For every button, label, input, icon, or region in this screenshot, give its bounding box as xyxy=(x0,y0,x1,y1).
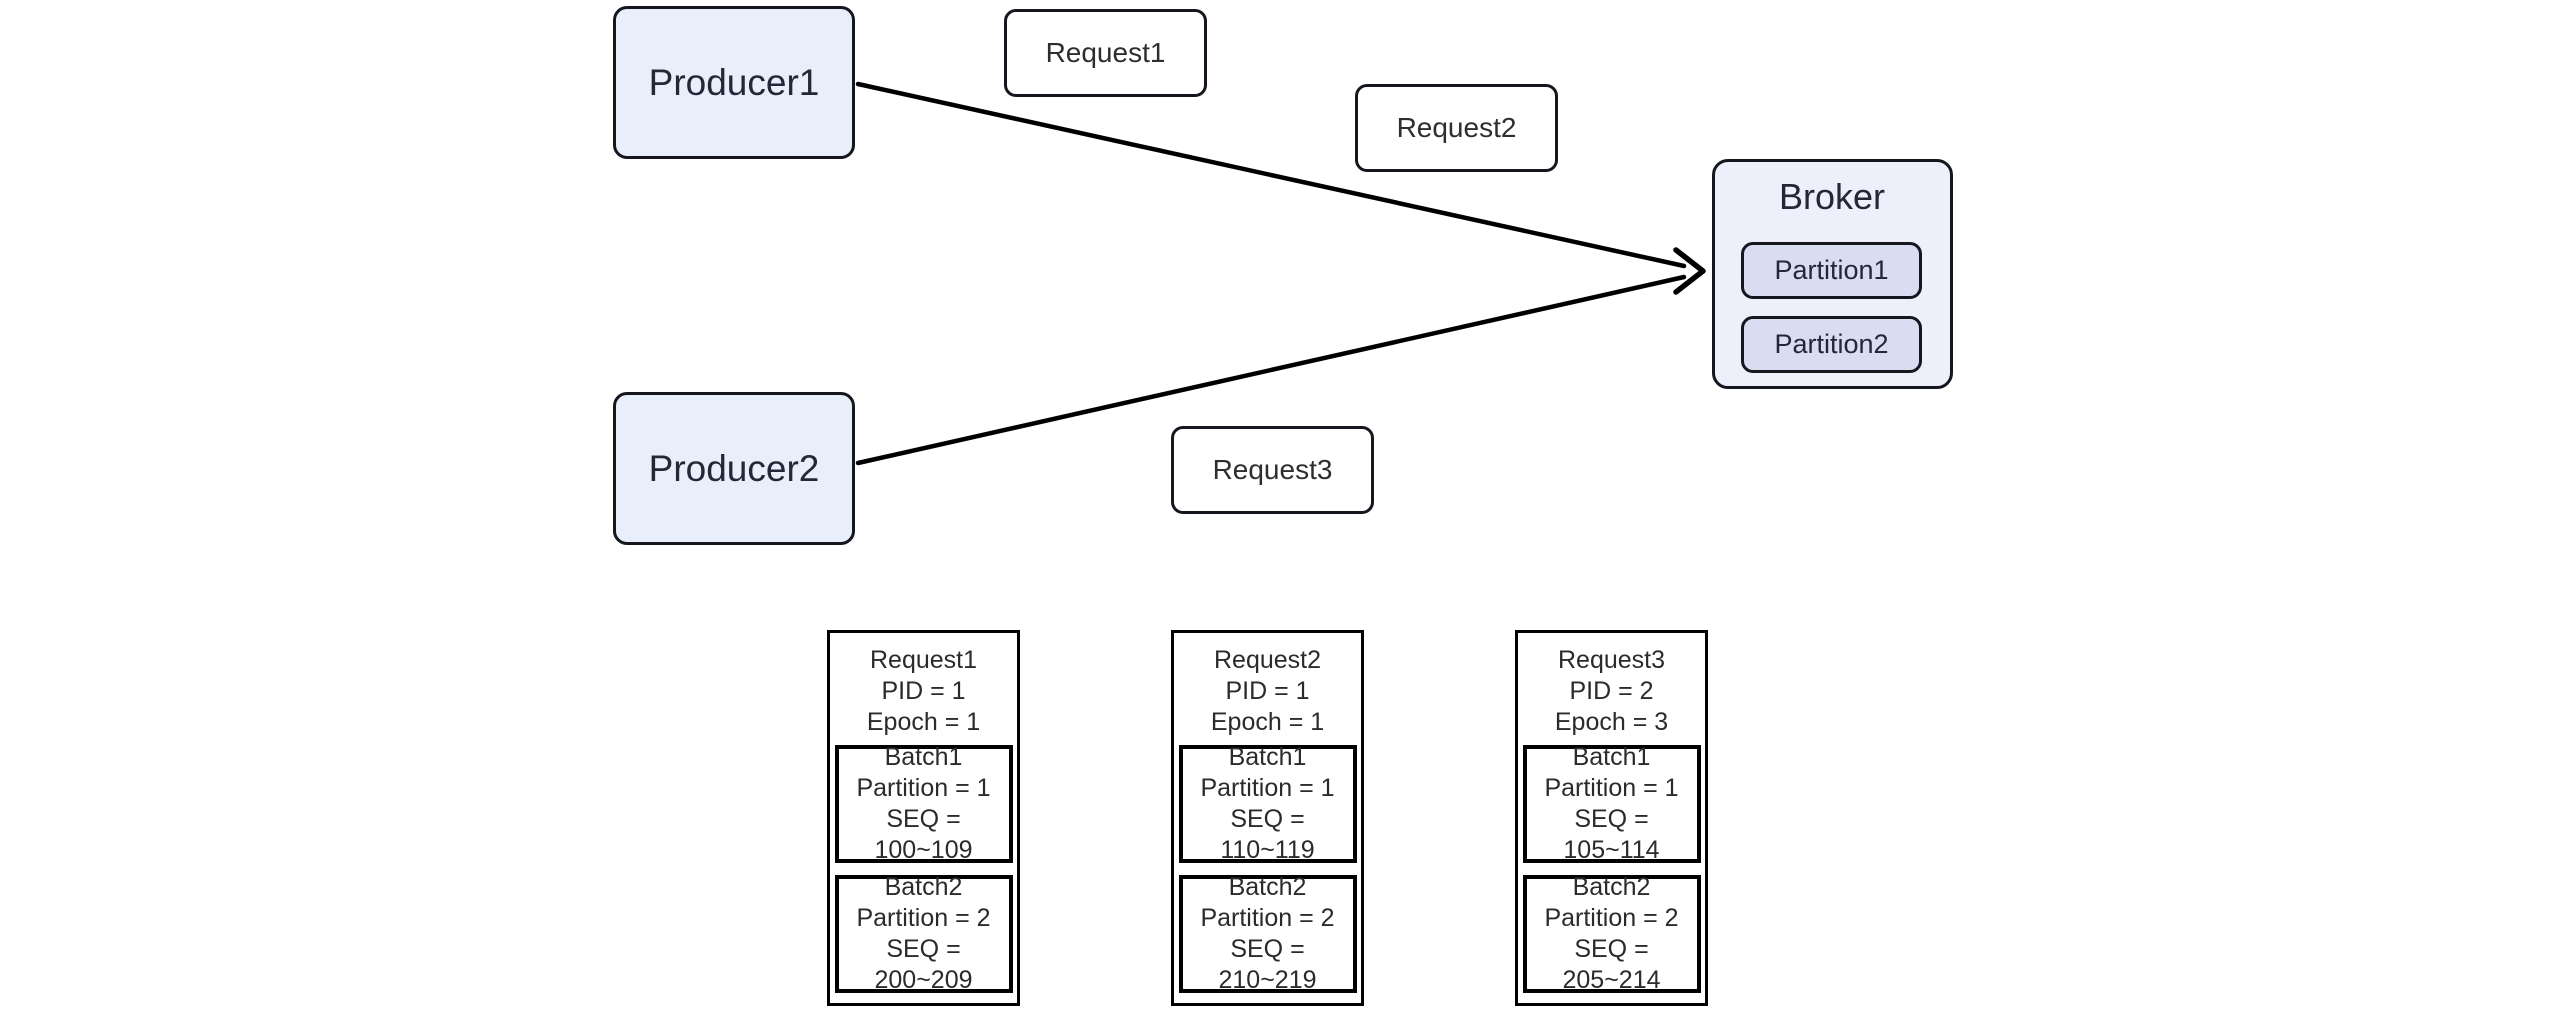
batch-name: Batch2 xyxy=(884,873,963,901)
producer2-node: Producer2 xyxy=(613,392,855,545)
partition1-node: Partition1 xyxy=(1741,242,1922,299)
batch-partition: Partition = 2 xyxy=(856,904,991,932)
partition2-node: Partition2 xyxy=(1741,316,1922,373)
detail-title: Request3 xyxy=(1557,646,1666,674)
batch-partition: Partition = 1 xyxy=(856,774,991,802)
request1-batch2-box: Batch2 Partition = 2 SEQ = 200~209 xyxy=(834,873,1013,994)
request2-batch1-box: Batch1 Partition = 1 SEQ = 110~119 xyxy=(1178,743,1357,864)
request3-batch2-box: Batch2 Partition = 2 SEQ = 205~214 xyxy=(1522,873,1701,994)
request2-node: Request2 xyxy=(1355,84,1558,172)
request3-node: Request3 xyxy=(1171,426,1374,514)
broker-node: Broker Partition1 Partition2 xyxy=(1712,159,1953,389)
request2-label: Request2 xyxy=(1396,112,1517,143)
producer1-label: Producer1 xyxy=(648,61,820,103)
batch-seq: SEQ = 100~109 xyxy=(874,805,973,864)
arrow-line-producer1-to-broker xyxy=(855,81,1687,269)
detail-pid: PID = 1 xyxy=(881,677,966,705)
request1-node: Request1 xyxy=(1004,9,1207,97)
request1-detail-box: Request1 PID = 1 Epoch = 1 Batch1 Partit… xyxy=(827,630,1020,1006)
arrowhead-icon xyxy=(1673,247,1706,295)
request3-batch1-box: Batch1 Partition = 1 SEQ = 105~114 xyxy=(1522,743,1701,864)
request3-detail-box: Request3 PID = 2 Epoch = 3 Batch1 Partit… xyxy=(1515,630,1708,1006)
batch-seq: SEQ = 200~209 xyxy=(874,935,973,994)
batch-seq: SEQ = 105~114 xyxy=(1563,805,1660,864)
detail-epoch: Epoch = 1 xyxy=(1210,708,1325,736)
batch-seq: SEQ = 110~119 xyxy=(1220,805,1315,864)
producer2-label: Producer2 xyxy=(648,447,820,489)
batch-name: Batch1 xyxy=(1572,743,1651,771)
partition1-label: Partition1 xyxy=(1774,255,1889,285)
request3-detail-header: Request3 PID = 2 Epoch = 3 xyxy=(1518,633,1705,738)
batch-seq: SEQ = 210~219 xyxy=(1218,935,1317,994)
batch-name: Batch1 xyxy=(1228,743,1307,771)
request3-label: Request3 xyxy=(1212,454,1333,485)
request2-detail-box: Request2 PID = 1 Epoch = 1 Batch1 Partit… xyxy=(1171,630,1364,1006)
batch-seq: SEQ = 205~214 xyxy=(1562,935,1661,994)
producer1-node: Producer1 xyxy=(613,6,855,159)
detail-epoch: Epoch = 3 xyxy=(1554,708,1669,736)
batch-name: Batch1 xyxy=(884,743,963,771)
partition2-label: Partition2 xyxy=(1774,329,1889,359)
batch-name: Batch2 xyxy=(1228,873,1307,901)
batch-partition: Partition = 2 xyxy=(1544,904,1679,932)
batch-partition: Partition = 1 xyxy=(1544,774,1679,802)
request1-label: Request1 xyxy=(1045,37,1166,68)
request2-batch2-box: Batch2 Partition = 2 SEQ = 210~219 xyxy=(1178,873,1357,994)
detail-title: Request1 xyxy=(869,646,978,674)
broker-label: Broker xyxy=(1778,176,1886,217)
batch-partition: Partition = 1 xyxy=(1200,774,1335,802)
detail-title: Request2 xyxy=(1213,646,1322,674)
request1-detail-header: Request1 PID = 1 Epoch = 1 xyxy=(830,633,1017,738)
request2-detail-header: Request2 PID = 1 Epoch = 1 xyxy=(1174,633,1361,738)
detail-pid: PID = 1 xyxy=(1225,677,1310,705)
request1-batch1-box: Batch1 Partition = 1 SEQ = 100~109 xyxy=(834,743,1013,864)
detail-epoch: Epoch = 1 xyxy=(866,708,981,736)
batch-name: Batch2 xyxy=(1572,873,1651,901)
detail-pid: PID = 2 xyxy=(1569,677,1654,705)
batch-partition: Partition = 2 xyxy=(1200,904,1335,932)
